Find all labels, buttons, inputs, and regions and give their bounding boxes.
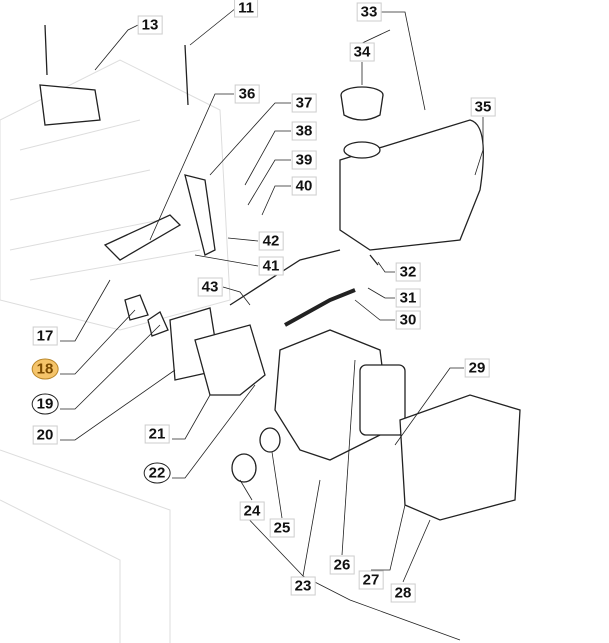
callout-28[interactable]: 28 <box>390 583 416 603</box>
callout-29[interactable]: 29 <box>464 358 490 378</box>
callout-35[interactable]: 35 <box>470 97 496 117</box>
leader-lines <box>60 7 484 641</box>
callout-13[interactable]: 13 <box>137 15 163 35</box>
callout-25[interactable]: 25 <box>269 518 295 538</box>
callout-23[interactable]: 23 <box>290 576 316 596</box>
callout-32[interactable]: 32 <box>395 262 421 282</box>
callout-41[interactable]: 41 <box>258 256 284 276</box>
callout-24[interactable]: 24 <box>239 501 265 521</box>
callout-11[interactable]: 11 <box>234 0 258 18</box>
callout-22[interactable]: 22 <box>143 462 171 484</box>
callout-30[interactable]: 30 <box>395 310 421 330</box>
parts <box>39 24 521 521</box>
callout-40[interactable]: 40 <box>291 176 317 196</box>
callout-36[interactable]: 36 <box>234 84 260 104</box>
callout-26[interactable]: 26 <box>329 555 355 575</box>
callout-19[interactable]: 19 <box>31 393 59 415</box>
callout-39[interactable]: 39 <box>291 150 317 170</box>
callout-27[interactable]: 27 <box>358 570 384 590</box>
callout-38[interactable]: 38 <box>291 121 317 141</box>
callout-37[interactable]: 37 <box>291 93 317 113</box>
callout-20[interactable]: 20 <box>32 425 58 445</box>
callout-21[interactable]: 21 <box>144 424 170 444</box>
callout-42[interactable]: 42 <box>258 231 284 251</box>
callout-33[interactable]: 33 <box>356 2 382 22</box>
engine-block-background <box>0 59 231 643</box>
callout-34[interactable]: 34 <box>349 42 375 62</box>
callout-17[interactable]: 17 <box>32 326 58 346</box>
callout-31[interactable]: 31 <box>395 288 421 308</box>
callout-18[interactable]: 18 <box>31 358 59 380</box>
callout-43[interactable]: 43 <box>197 277 223 297</box>
